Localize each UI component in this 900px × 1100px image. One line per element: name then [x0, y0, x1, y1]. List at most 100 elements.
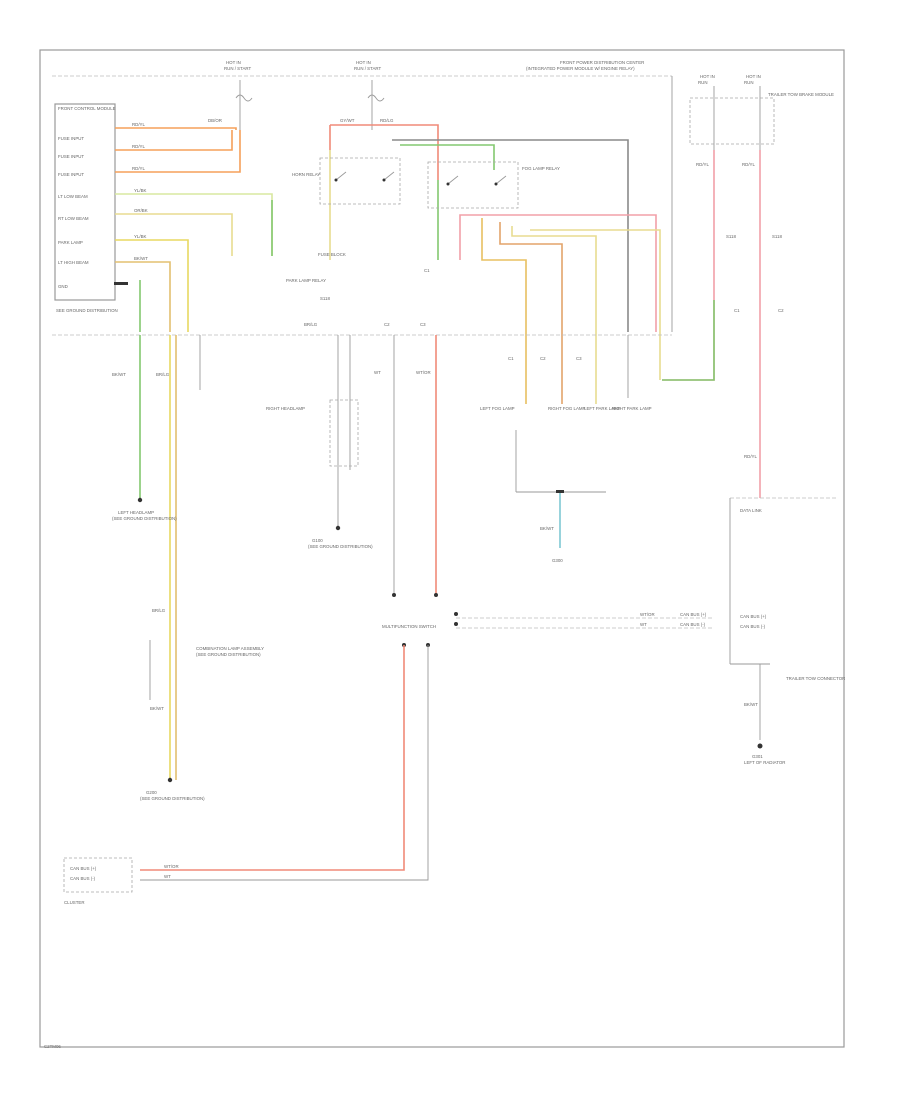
left-pin-2: FUSE INPUT [58, 154, 84, 159]
right-module-pin-2: CAN BUS (-) [740, 624, 766, 629]
tr-fuse-2: HOT IN [746, 74, 761, 79]
relay-contact-3 [446, 182, 450, 186]
wire-salmon-cluster [140, 645, 405, 871]
wire-label-3: RD/YL [132, 166, 145, 171]
cluster-label: CLUSTER [64, 900, 85, 905]
left-pin-1: FUSE INPUT [58, 136, 84, 141]
right-module: DATA LINK [740, 508, 762, 513]
right-module-wire: RD/YL [744, 454, 757, 459]
relay-2-box [427, 161, 519, 209]
center-wire-label-2: WT/OR [416, 370, 431, 375]
park-lamp-1: LEFT PARK LAMP [584, 406, 621, 411]
tr-relay-box [689, 97, 775, 145]
center-lamp-box [329, 399, 359, 467]
conn-label-2: C2 [384, 322, 390, 327]
wire-tan-1 [115, 213, 233, 256]
conn-block-label-1: S118 [320, 296, 330, 301]
relay-3-label: PARK LAMP RELAY [286, 278, 326, 283]
wire-white-cluster [140, 645, 429, 881]
front-control-module [54, 103, 116, 301]
wire-orange-1 [115, 127, 237, 130]
wire-tan-orange-feed [499, 222, 563, 404]
drop-label-1: BK/WT [112, 372, 126, 377]
wire-tan-feed-3 [530, 229, 661, 380]
wire-green-tr [662, 300, 715, 381]
canbus-l-right: CAN BUS (-) [680, 622, 706, 627]
tr-wire-label-1: RD/YL [696, 162, 709, 167]
tr-wire-label-6: C2 [778, 308, 784, 313]
fog-pin-2: C2 [540, 356, 546, 361]
left-ground-note: SEE GROUND DISTRIBUTION [56, 308, 118, 313]
center-wire-label-1: WT [374, 370, 381, 375]
wire-green-relay [400, 144, 495, 170]
wire-label-top: DB/OR [208, 118, 222, 123]
fog-ground-wire: BK/WT [540, 526, 554, 531]
wire-yellow-1 [115, 239, 189, 332]
fog-lamp-1: LEFT FOG LAMP [480, 406, 515, 411]
right-ground: G301 [752, 754, 763, 759]
relay-wire-label-1: GY/WT [340, 118, 355, 123]
relay-switch-contacts [335, 171, 507, 185]
left-lower-ground-sub: (SEE GROUND DISTRIBUTION) [140, 796, 205, 801]
wire-label-7: BK/WT [134, 256, 148, 261]
top-right-note-1: FRONT POWER DISTRIBUTION CENTER [560, 60, 644, 65]
relay-2-label: FOG LAMP RELAY [522, 166, 560, 171]
ground-dot-3 [167, 777, 173, 783]
wire-tan-2 [115, 261, 171, 332]
top-right-note-2: (INTEGRATED POWER MODULE W/ ENGINE RELAY… [526, 66, 635, 71]
relay-contact-4 [494, 182, 498, 186]
can-node-2 [454, 622, 458, 626]
top-fuse-2-label: HOT IN [356, 60, 371, 65]
wire-ltgreen [115, 193, 273, 256]
can-node-1 [454, 612, 458, 616]
wire-tan-feed-2 [511, 226, 597, 404]
center-node-2 [434, 593, 438, 597]
right-ground-wire: BK/WT [744, 702, 758, 707]
wire-orange-3 [115, 130, 241, 173]
tr-wire-label-5: C1 [734, 308, 740, 313]
relay-1-label: HORN RELAY [292, 172, 320, 177]
fog-pin-3: C3 [576, 356, 582, 361]
diagram-frame [39, 49, 845, 1048]
left-lower-wire: BR/LG [152, 608, 166, 613]
left-lamp-label: LEFT HEADLAMP [118, 510, 154, 515]
ground-dot-1 [137, 497, 143, 503]
tr-wire-label-2: RD/YL [742, 162, 755, 167]
right-ground-dot [757, 743, 763, 749]
module-ground-bar [114, 282, 128, 285]
tr-wire-label-3: S118 [726, 234, 736, 239]
cluster-wire-1: WT/OR [164, 864, 179, 869]
left-pin-7: LT HIGH BEAM [58, 260, 89, 265]
left-lower-module-sub: (SEE GROUND DISTRIBUTION) [196, 652, 261, 657]
wire-pink-feed [459, 214, 657, 332]
left-lower-gnd-wire: BK/WT [150, 706, 164, 711]
cluster-pin-2: CAN BUS (-) [70, 876, 96, 881]
cluster-pin-1: CAN BUS (+) [70, 866, 97, 871]
left-lamp-sub: (SEE GROUND DISTRIBUTION) [112, 516, 177, 521]
right-lower-module: TRAILER TOW CONNECTOR [786, 676, 845, 681]
relay-contact-2 [382, 178, 386, 182]
fuse-box-label: FUSE BLOCK [318, 252, 346, 257]
conn-label-1: BR/LG [304, 322, 318, 327]
left-pin-5: RT LOW BEAM [58, 216, 89, 221]
drop-label-2: BR/LG [156, 372, 170, 377]
center-lamp-gnd: G100 [312, 538, 323, 543]
right-ground-sub: LEFT OF RADIATOR [744, 760, 785, 765]
tr-wire-label-4: S118 [772, 234, 782, 239]
relay-4-label: C1 [424, 268, 430, 273]
wire-orange-2 [115, 130, 233, 151]
right-module-pin-1: CAN BUS (+) [740, 614, 767, 619]
top-fuse-1-label: HOT IN [226, 60, 241, 65]
fog-lamp-2: RIGHT FOG LAMP [548, 406, 586, 411]
left-pin-3: FUSE INPUT [58, 172, 84, 177]
fuse-2-symbol [367, 94, 385, 102]
wire-pink-tr-1 [662, 150, 715, 381]
fog-pin-1: C1 [508, 356, 514, 361]
left-pin-8: GND [58, 284, 68, 289]
lower-center-module: MULTIFUNCTION SWITCH [382, 624, 436, 629]
center-node-1 [392, 593, 396, 597]
left-lower-ground: G200 [146, 790, 157, 795]
center-lamp-label: RIGHT HEADLAMP [266, 406, 305, 411]
footer-code: C2TM06 [44, 1044, 61, 1049]
left-pin-4: LT LOW BEAM [58, 194, 88, 199]
